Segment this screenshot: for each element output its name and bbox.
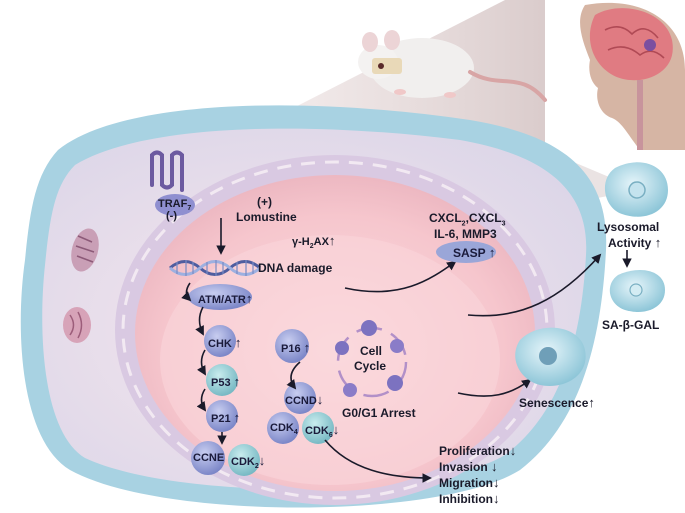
atm-atr-node xyxy=(188,284,252,310)
g0-g1-arrest-label: G0/G1 Arrest xyxy=(342,406,416,420)
sa-gal-label: SA-β-GAL xyxy=(602,318,660,332)
cdk2-label: CDK2↓ xyxy=(231,453,266,471)
proliferation-label: Proliferation↓ xyxy=(439,443,517,458)
cell-cycle-diagram xyxy=(335,320,408,398)
sasp-oval xyxy=(436,241,496,263)
cell-cycle-label-1: Cell xyxy=(360,344,383,358)
dna-helix-icon xyxy=(169,260,261,276)
chk-node xyxy=(204,325,236,357)
migration-label: Migration↓ xyxy=(439,475,500,490)
p53-label: P53 ↑ xyxy=(211,374,241,389)
atm-atr-label: ATM/ATR↑ xyxy=(198,291,253,306)
lomustine-plus-label: (+) xyxy=(257,195,272,209)
cell-icon-senescence xyxy=(515,327,586,386)
ccnd-label: CCND↓ xyxy=(285,392,324,407)
ccne-label: CCNE xyxy=(193,452,225,464)
lysosomal-label-1: Lysosomal xyxy=(597,220,660,234)
p21-label: P21 ↑ xyxy=(211,410,241,425)
ccnd-node xyxy=(284,382,316,414)
cdk4-label: CDK4 xyxy=(270,422,298,437)
mouse-icon xyxy=(358,30,547,102)
h2ax-label: γ-H2AX↑ xyxy=(292,233,336,251)
sasp-factors-line1: CXCL2,CXCL3 xyxy=(429,211,506,228)
p21-node xyxy=(206,400,238,432)
cdk6-label: CDK6↓ xyxy=(305,422,340,440)
cdk2-node xyxy=(228,444,260,476)
human-head-brain-icon xyxy=(580,2,685,151)
receptor-label: TRAF7 xyxy=(158,198,192,213)
receptor-icon xyxy=(150,150,195,216)
receptor-inhibit-label: (-) xyxy=(166,210,177,222)
p16-label: P16 ↑ xyxy=(281,340,311,355)
lysosomal-label-2: Activity ↑ xyxy=(608,235,662,250)
cell-icon-lysosomal xyxy=(604,162,668,217)
ccne-node xyxy=(191,441,225,475)
invasion-label: Invasion ↓ xyxy=(439,459,498,474)
sasp-label: SASP ↑ xyxy=(453,245,496,260)
p16-node xyxy=(275,329,309,363)
mitochondria-icon xyxy=(71,228,99,272)
sasp-factors-line2: IL-6, MMP3 xyxy=(434,227,497,241)
lomustine-label: Lomustine xyxy=(236,210,297,224)
p53-node xyxy=(206,364,238,396)
cdk4-node xyxy=(267,412,299,444)
vesicle-icon xyxy=(63,307,91,343)
senescence-label: Senescence↑ xyxy=(519,395,595,410)
dna-damage-label: DNA damage xyxy=(258,261,333,275)
chk-label: CHK ↑ xyxy=(208,335,242,350)
cell-icon-sa-gal xyxy=(609,270,665,312)
cell-cycle-label-2: Cycle xyxy=(354,359,387,373)
cdk6-node xyxy=(302,412,334,444)
inhibition-label: Inhibition↓ xyxy=(439,491,500,506)
